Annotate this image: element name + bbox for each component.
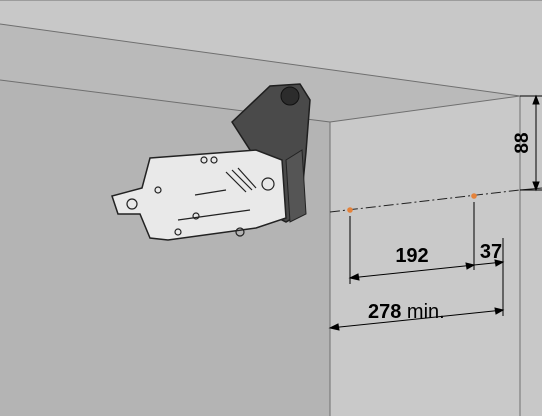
- hinge-damper: [285, 149, 307, 223]
- hole-marker-left: [347, 207, 353, 213]
- cabinet-top-panel: [0, 24, 520, 122]
- dim-extension-lines: [349, 202, 504, 316]
- hole-marker-right: [471, 193, 477, 199]
- dim-192-lines: [348, 262, 476, 281]
- label-37: 37: [480, 241, 502, 263]
- label-88: 88: [512, 132, 533, 153]
- hinge-details: [126, 156, 275, 237]
- drilling-centerline: [329, 189, 521, 213]
- dim-88-lines: [520, 94, 542, 192]
- label-278-suffix: min.: [401, 301, 444, 323]
- label-278-value: 278: [368, 301, 401, 323]
- dim-37-lines: [473, 259, 505, 267]
- label-192: 192: [395, 245, 428, 267]
- cabinet-front-panel: [330, 96, 520, 416]
- hinge-pivot: [280, 86, 300, 106]
- label-278-min: 278 min.: [368, 301, 445, 323]
- dim-278-lines: [328, 307, 505, 331]
- hinge-mechanism: [111, 83, 311, 241]
